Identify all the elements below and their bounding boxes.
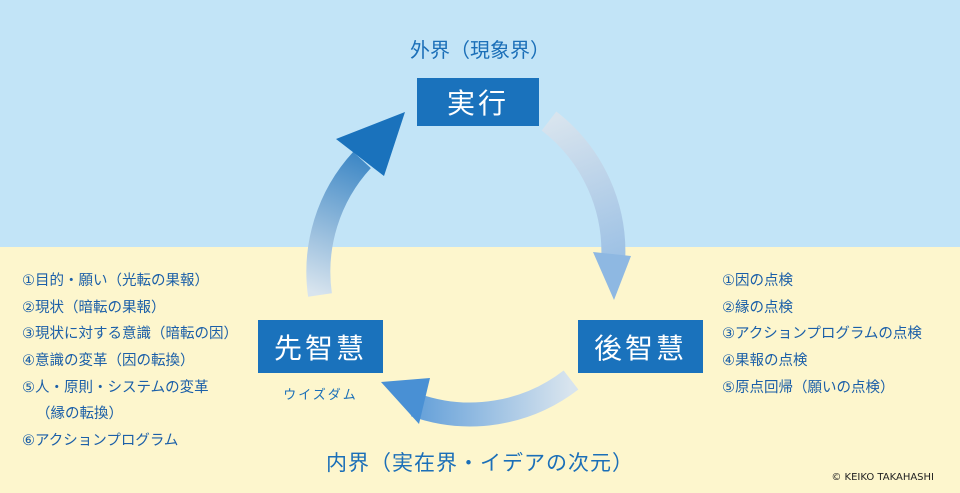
list-item: ⑤人・原則・システムの変革: [22, 379, 209, 396]
list-item: ⑥アクションプログラム: [22, 433, 179, 450]
execution-box: 実行: [417, 78, 539, 126]
list-item: ②縁の点検: [722, 299, 793, 316]
list-item: ②現状（暗転の果報）: [22, 299, 166, 316]
arrowhead-after-wisdom: [593, 252, 631, 300]
list-item: ④果報の点検: [722, 353, 808, 370]
pre-wisdom-label: 先智慧: [273, 331, 367, 365]
wisdom-subtitle: ウイズダム: [283, 388, 358, 403]
list-item: （縁の転換）: [36, 406, 123, 423]
post-wisdom-label: 後智慧: [593, 331, 687, 365]
arrow-to-pre-wisdom: [411, 370, 579, 427]
execution-label: 実行: [446, 87, 509, 120]
list-item: ③現状に対する意識（暗転の因）: [22, 326, 238, 343]
copyright-notice: © KEIKO TAKAHASHI: [831, 472, 934, 483]
inner-world-background: [0, 247, 960, 493]
list-item: ④意識の変革（因の転換）: [22, 353, 195, 370]
post-wisdom-list: ①因の点検 ②縁の点検 ③アクションプログラムの点検 ④果報の点検 ⑤原点回帰（…: [722, 268, 922, 401]
arrowhead-pre-wisdom: [381, 378, 430, 424]
pre-wisdom-box: 先智慧: [258, 320, 383, 373]
list-item: ⑤原点回帰（願いの点検）: [722, 379, 895, 396]
list-item: ③アクションプログラムの点検: [722, 326, 922, 343]
arrow-to-execution: [306, 151, 371, 297]
list-item: ①因の点検: [722, 273, 793, 289]
inner-world-label: 内界（実在界・イデアの次元）: [326, 451, 634, 475]
list-item: ①目的・願い（光転の果報）: [22, 273, 209, 289]
arrow-to-after-wisdom: [541, 111, 626, 264]
arrowhead-execution: [336, 112, 405, 176]
outer-world-label: 外界（現象界）: [410, 38, 550, 62]
pre-wisdom-list: ①目的・願い（光転の果報） ②現状（暗転の果報） ③現状に対する意識（暗転の因）…: [22, 268, 238, 455]
post-wisdom-box: 後智慧: [578, 320, 703, 373]
